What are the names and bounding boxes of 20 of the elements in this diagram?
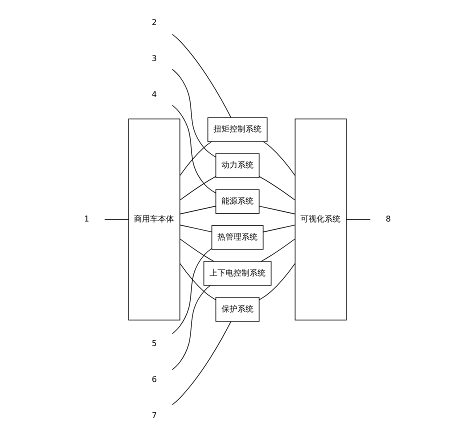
- connector: [171, 285, 210, 370]
- connector: [171, 248, 212, 334]
- connector: [179, 238, 214, 262]
- connector: [179, 224, 212, 232]
- connector: [179, 263, 216, 300]
- connector: [258, 176, 295, 200]
- connector: [260, 238, 295, 262]
- connector: [171, 68, 216, 158]
- connector: [258, 206, 295, 214]
- connector: [171, 321, 231, 406]
- connector: [262, 141, 295, 176]
- connector: [104, 219, 128, 220]
- connector: [171, 34, 231, 118]
- connector: [179, 176, 216, 200]
- connector: [346, 219, 370, 220]
- connector: [179, 206, 216, 214]
- connector: [179, 141, 212, 176]
- connector: [171, 104, 216, 194]
- connector: [262, 224, 295, 232]
- connector: [258, 263, 295, 300]
